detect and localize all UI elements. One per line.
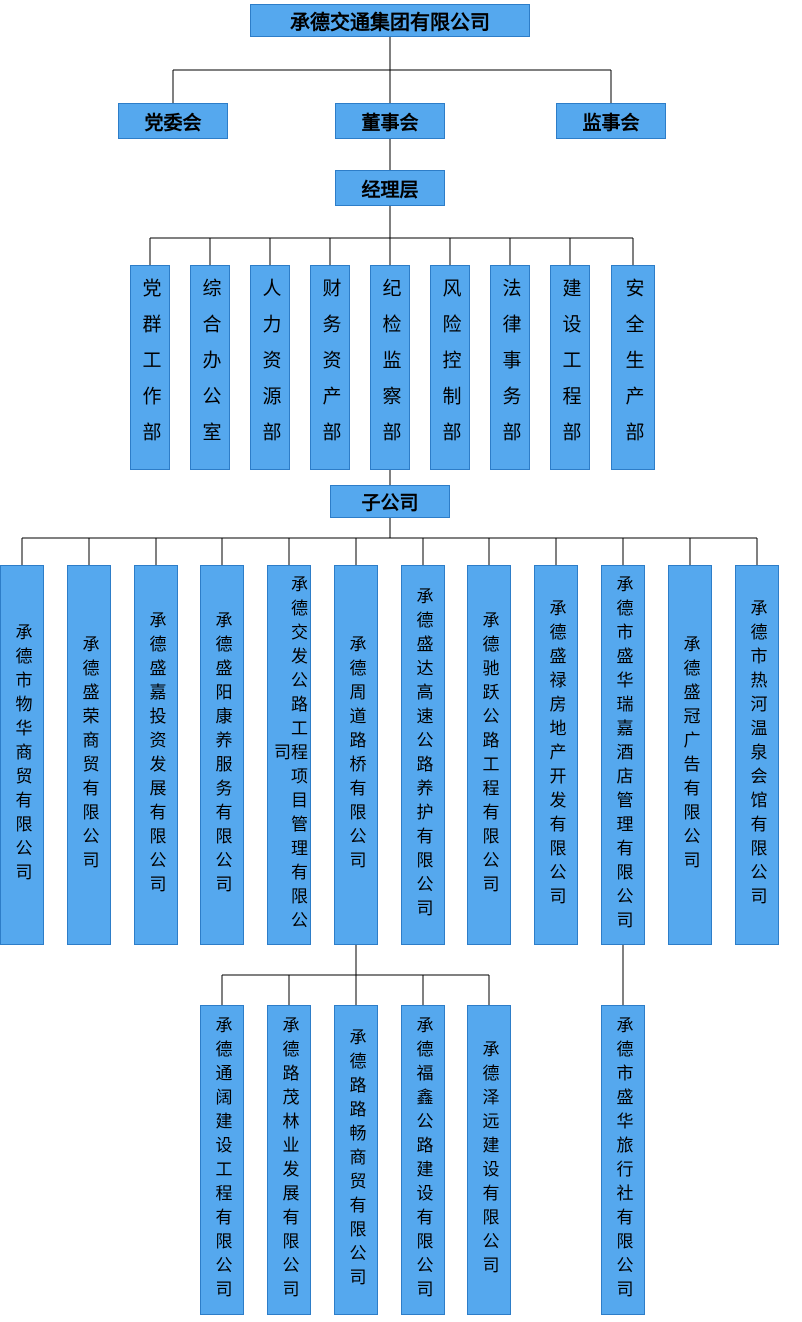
org-node-subsidiary: 承德交发公路工程项目管理有限公司 xyxy=(267,565,311,945)
org-node-department: 建设工程部 xyxy=(550,265,590,470)
org-node-subsidiary: 承德盛禄房地产开发有限公司 xyxy=(534,565,578,945)
org-node-department: 法律事务部 xyxy=(490,265,530,470)
org-node-subsidiary: 承德市盛华瑞嘉酒店管理有限公司 xyxy=(601,565,645,945)
org-node-sub-subsidiary: 承德路路畅商贸有限公司 xyxy=(334,1005,378,1315)
org-node-party-committee: 党委会 xyxy=(118,103,228,139)
org-node-subsidiary: 承德盛冠广告有限公司 xyxy=(668,565,712,945)
org-node-sub-subsidiary: 承德市盛华旅行社有限公司 xyxy=(601,1005,645,1315)
org-node-group-root: 承德交通集团有限公司 xyxy=(250,4,530,37)
org-node-department: 纪检监察部 xyxy=(370,265,410,470)
org-node-subsidiary: 承德盛嘉投资发展有限公司 xyxy=(134,565,178,945)
org-node-subsidiary: 承德盛达高速公路养护有限公司 xyxy=(401,565,445,945)
org-node-management-layer: 经理层 xyxy=(335,170,445,206)
org-node-subsidiary: 承德驰跃公路工程有限公司 xyxy=(467,565,511,945)
org-node-sub-subsidiary: 承德通阔建设工程有限公司 xyxy=(200,1005,244,1315)
org-node-sub-subsidiary: 承德福鑫公路建设有限公司 xyxy=(401,1005,445,1315)
org-node-department: 风险控制部 xyxy=(430,265,470,470)
org-node-department: 人力资源部 xyxy=(250,265,290,470)
org-node-sub-subsidiary: 承德路茂林业发展有限公司 xyxy=(267,1005,311,1315)
org-node-sub-subsidiary: 承德泽远建设有限公司 xyxy=(467,1005,511,1315)
org-node-subsidiary: 承德周道路桥有限公司 xyxy=(334,565,378,945)
org-node-subsidiary: 承德盛荣商贸有限公司 xyxy=(67,565,111,945)
org-node-subsidiaries-label: 子公司 xyxy=(330,485,450,518)
org-node-subsidiary: 承德盛阳康养服务有限公司 xyxy=(200,565,244,945)
org-node-supervisory-board: 监事会 xyxy=(556,103,666,139)
org-node-department: 财务资产部 xyxy=(310,265,350,470)
org-node-department: 党群工作部 xyxy=(130,265,170,470)
org-node-subsidiary: 承德市热河温泉会馆有限公司 xyxy=(735,565,779,945)
org-node-board-of-directors: 董事会 xyxy=(335,103,445,139)
org-node-department: 综合办公室 xyxy=(190,265,230,470)
org-node-department: 安全生产部 xyxy=(611,265,655,470)
org-node-subsidiary: 承德市物华商贸有限公司 xyxy=(0,565,44,945)
